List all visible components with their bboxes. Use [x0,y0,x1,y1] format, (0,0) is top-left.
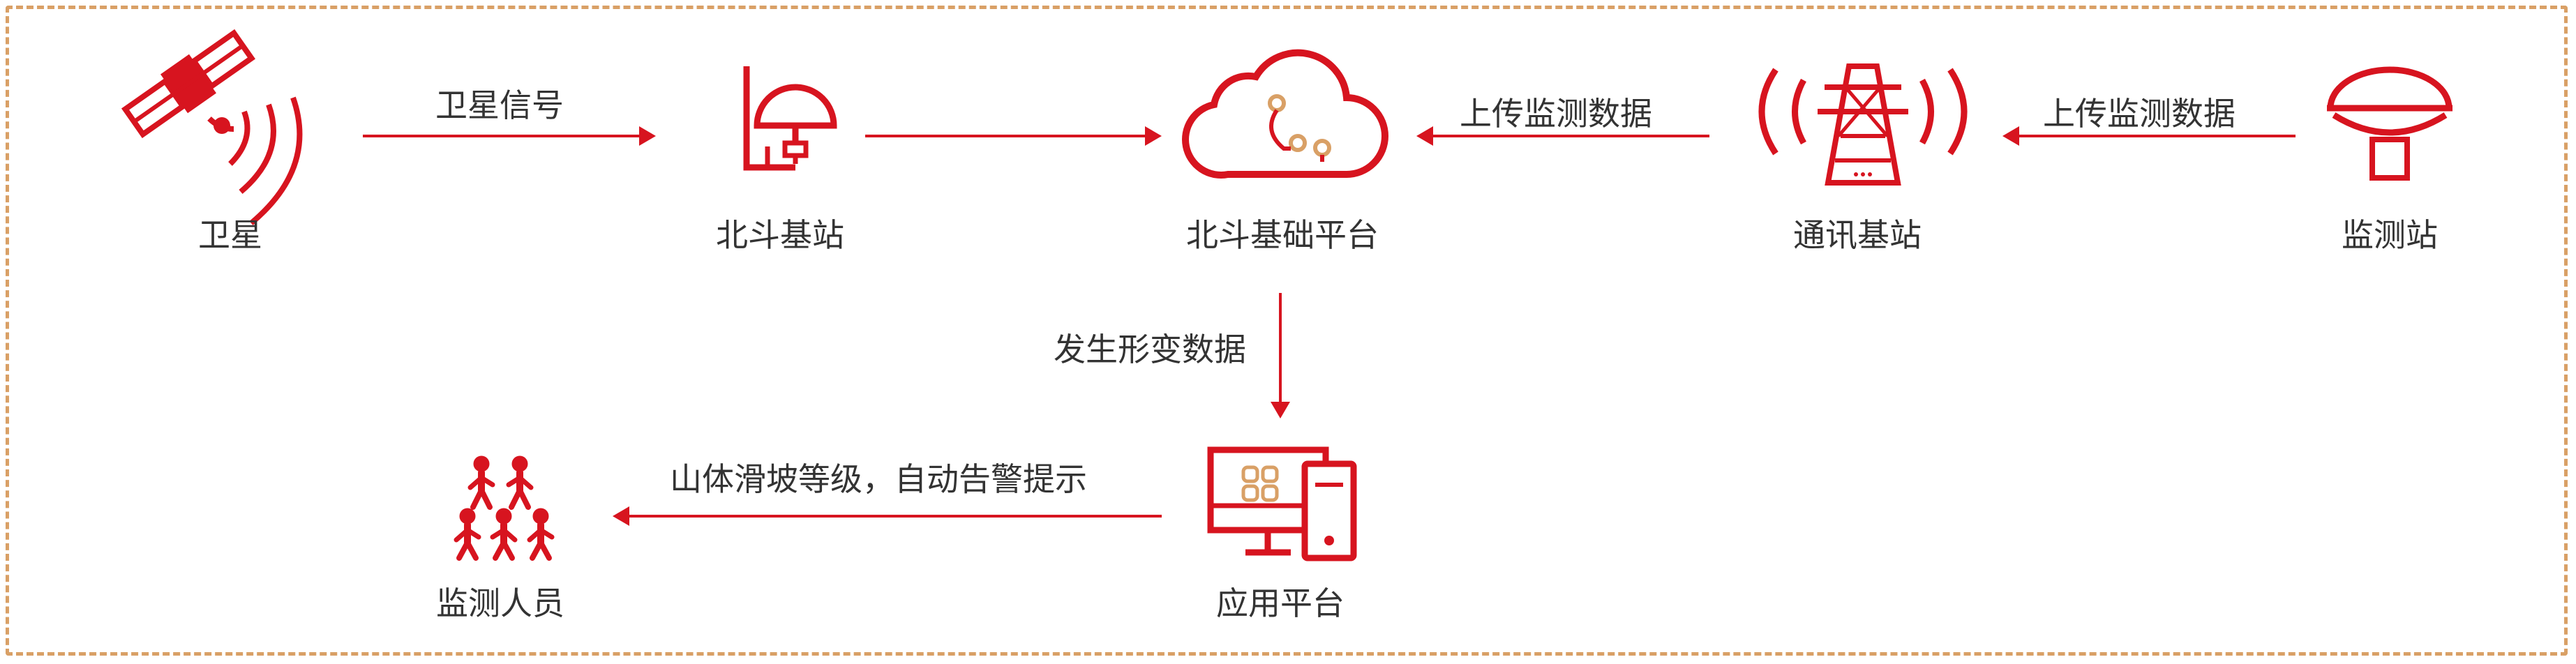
dashed-border-frame [6,6,2568,656]
signal-tower-icon [1758,63,1968,186]
gnss-receiver-icon [2327,66,2453,181]
arrow-platform-to-app-platform [1271,293,1290,418]
satellite-icon [121,29,303,226]
edge-label-alert: 山体滑坡等级，自动告警提示 [670,460,1087,498]
node-label-beidou-station: 北斗基站 [716,216,844,254]
node-label-beidou-platform: 北斗基础平台 [1186,216,1379,254]
people-icon [454,455,555,561]
arrow-app-platform-to-staff [613,506,1162,526]
edge-label-upload-data-1: 上传监测数据 [1460,95,1652,133]
arrow-monitor-station-to-comm-station [2002,126,2296,146]
cloud-icon [1182,49,1388,179]
node-label-monitor-staff: 监测人员 [436,584,564,622]
arrow-comm-station-to-platform [1416,126,1709,146]
edge-label-deformation-data: 发生形变数据 [1054,331,1246,368]
arrow-satellite-to-beidou-station [363,126,656,146]
node-label-satellite: 卫星 [198,216,262,254]
antenna-icon [743,66,837,171]
computer-icon [1207,446,1357,561]
node-label-monitor-station: 监测站 [2342,216,2438,254]
arrow-beidou-station-to-platform [865,126,1162,146]
edge-label-satellite-signal: 卫星信号 [435,86,564,124]
node-label-app-platform: 应用平台 [1216,584,1345,622]
node-label-comm-station: 通讯基站 [1793,216,1922,254]
edge-label-upload-data-2: 上传监测数据 [2043,95,2236,133]
